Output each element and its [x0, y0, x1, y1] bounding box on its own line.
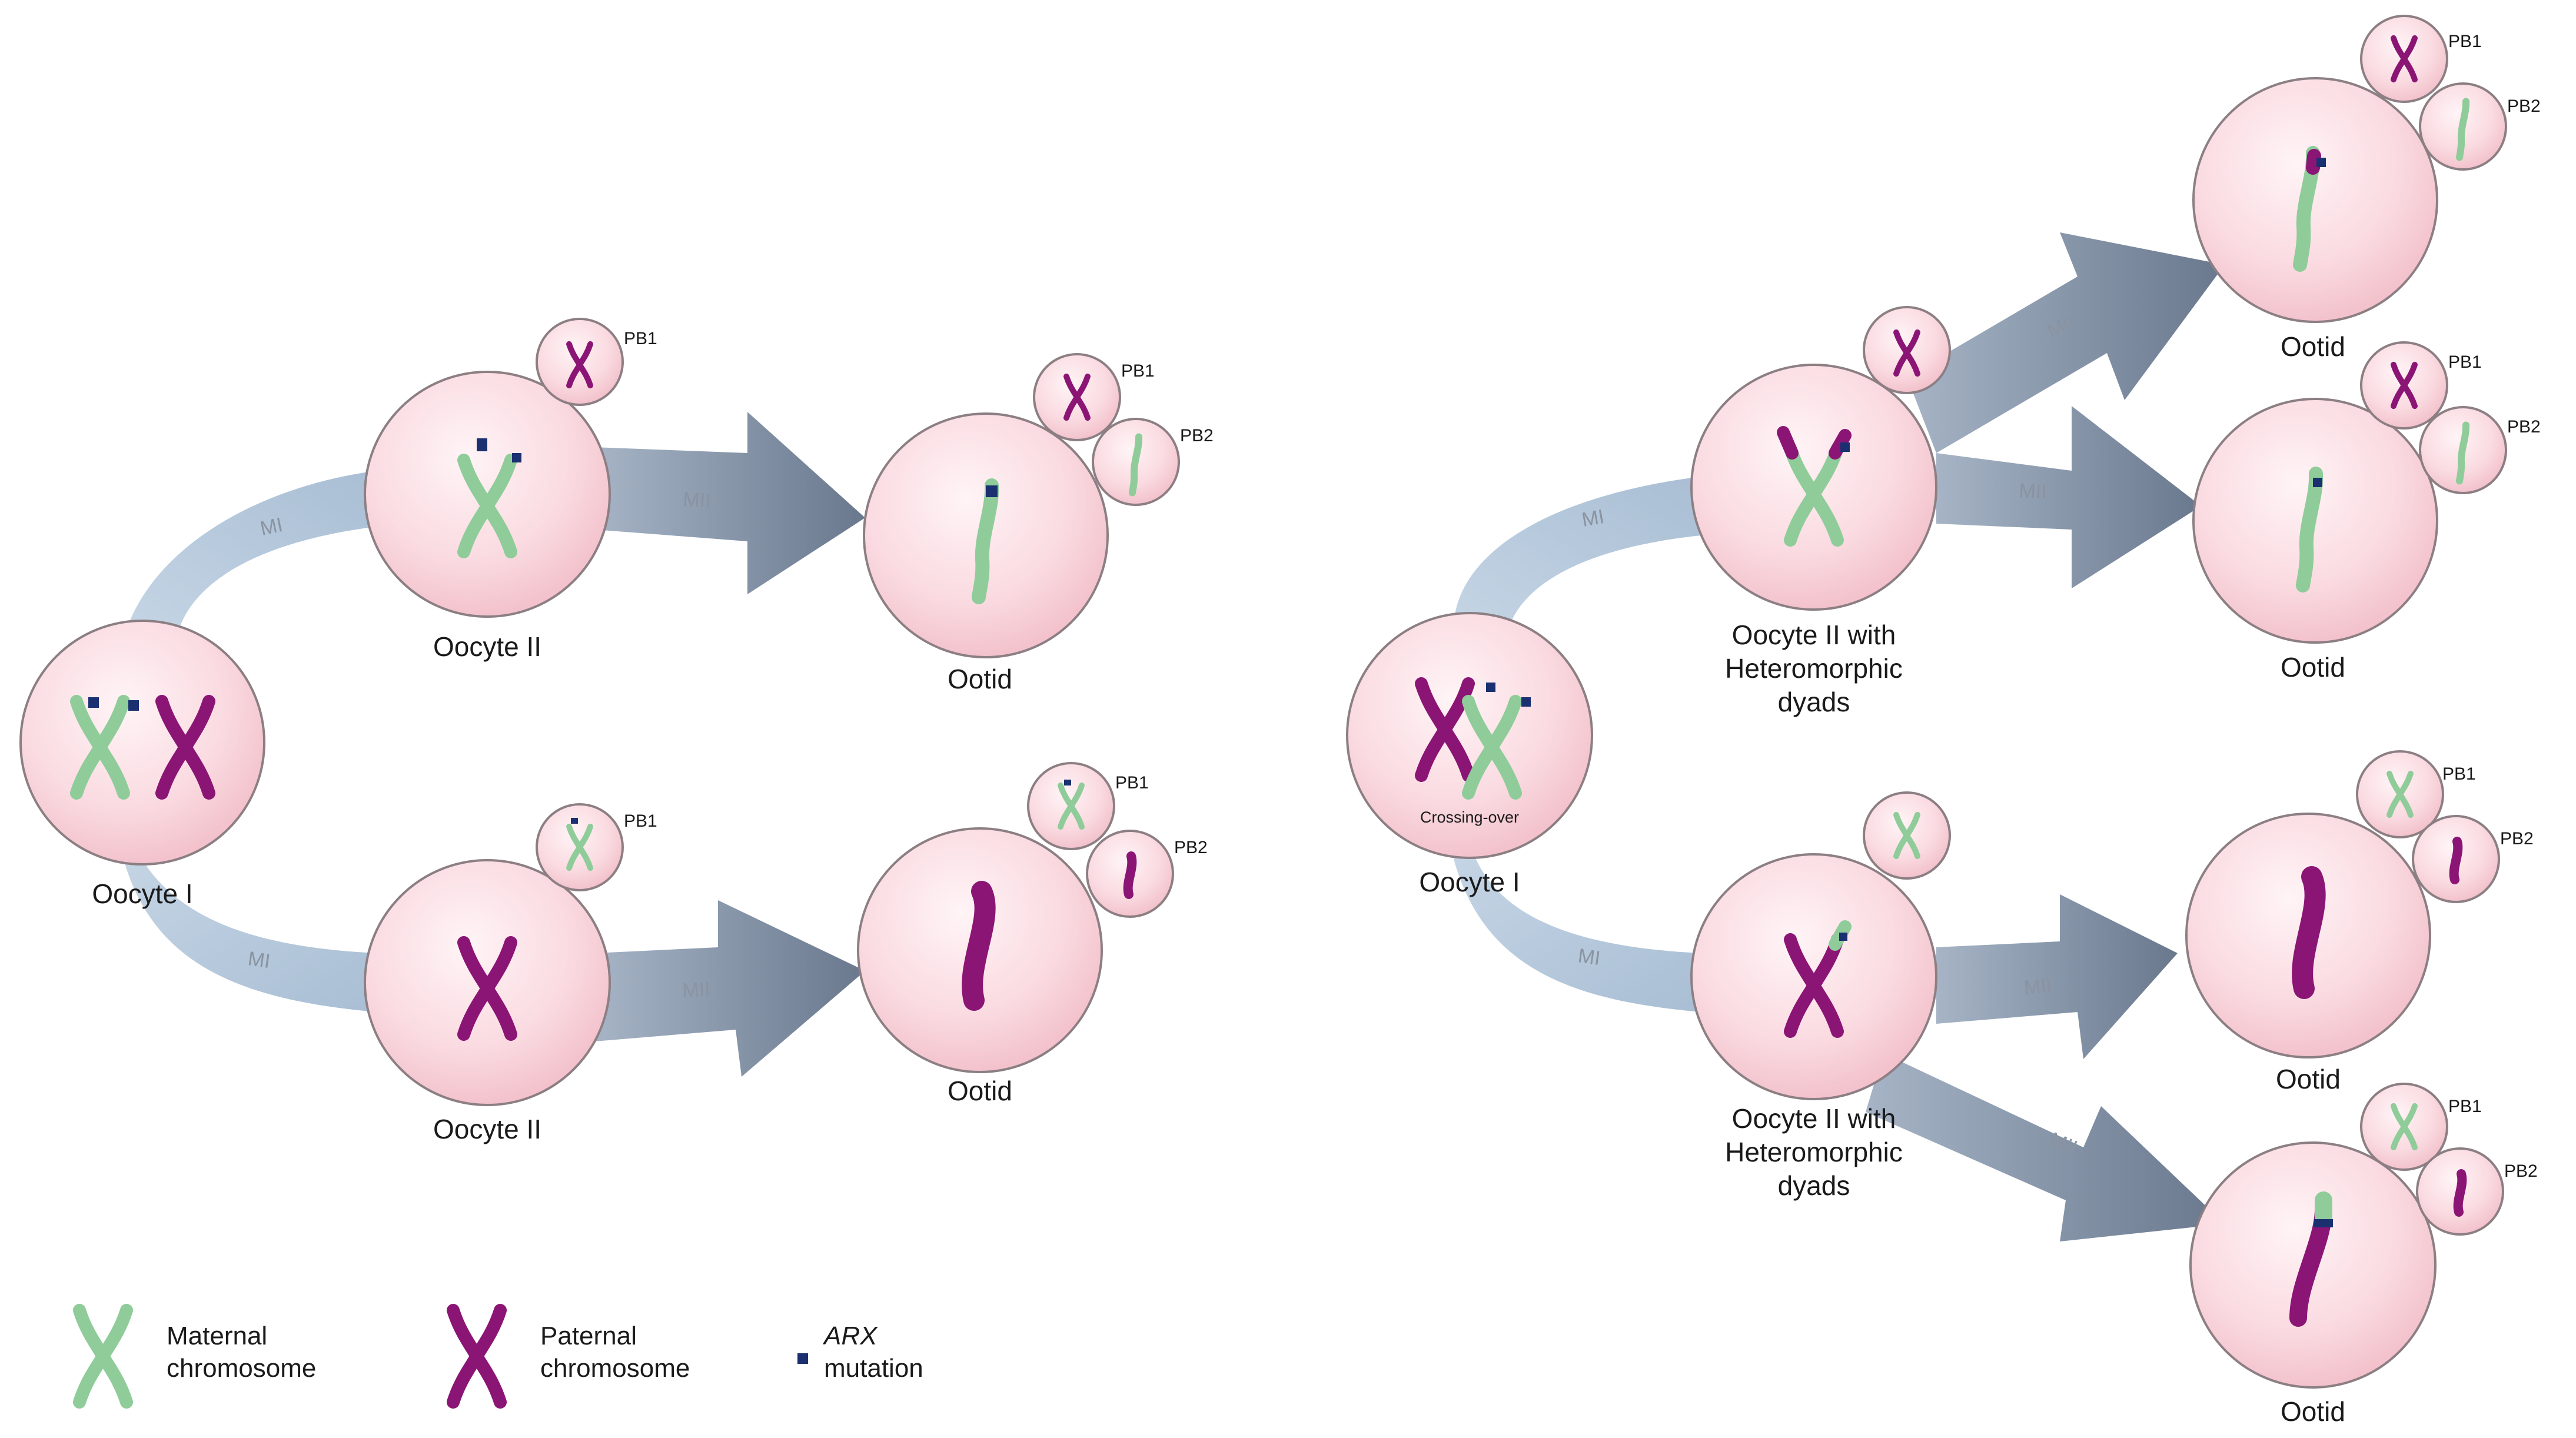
pb1-label: PB1	[2448, 1097, 2482, 1116]
oocyte-2-heteromorphic-cell	[1690, 306, 1951, 611]
oocyte-1-cell	[19, 620, 265, 866]
legend-maternal-line2: chromosome	[167, 1354, 316, 1383]
ootid-label: Ootid	[2281, 331, 2345, 362]
pb1-label: PB1	[2448, 32, 2482, 51]
pb2-label: PB2	[1174, 838, 1208, 857]
mi-arrow-left-lower	[124, 847, 377, 1012]
ootid-label: Ootid	[948, 1076, 1012, 1106]
stage-label-mi: MI	[258, 514, 285, 540]
mii-arrow-right-4	[1866, 1053, 2225, 1241]
ootid-cell	[2189, 1083, 2504, 1389]
mii-arrow-right-3	[1936, 894, 2178, 1059]
paternal-chromosome-icon	[453, 1310, 500, 1402]
pb2-label: PB2	[2504, 1161, 2538, 1181]
oocyte-2-cell	[364, 803, 624, 1106]
mii-arrow-right-1	[1907, 232, 2225, 453]
stage-label-mi: MI	[247, 947, 272, 973]
stage-label-mii: MII	[2019, 480, 2047, 503]
ootid-cell	[2192, 341, 2507, 644]
oocyte-2-heteromorphic-label: dyads	[1778, 1170, 1850, 1201]
legend-paternal-line1: Paternal	[540, 1322, 637, 1350]
stage-label-mii: MII	[2023, 974, 2052, 999]
stage-label-mi: MI	[1577, 944, 1602, 970]
mii-arrow-left-lower	[594, 900, 865, 1077]
pb2-label: PB2	[2500, 829, 2534, 848]
pb1-label: PB1	[2448, 352, 2482, 372]
ootid-label: Ootid	[2276, 1064, 2341, 1094]
oocyte-2-label: Oocyte II	[433, 631, 541, 662]
legend: Maternal chromosome Paternal chromosome …	[79, 1310, 923, 1402]
ootid-cell	[2192, 15, 2507, 323]
oocyte-1-label: Oocyte I	[92, 878, 192, 909]
ootid-label: Ootid	[2281, 652, 2345, 683]
mi-arrow-left-upper	[127, 471, 377, 638]
pb1-label: PB1	[1121, 361, 1155, 381]
mi-arrow-right-upper	[1454, 477, 1701, 635]
maternal-chromosome-icon	[79, 1310, 127, 1402]
ootid-cell	[2185, 750, 2500, 1058]
oocyte-1-label: Oocyte I	[1419, 867, 1520, 897]
legend-paternal-line2: chromosome	[540, 1354, 690, 1383]
oocyte-2-heteromorphic-label: Oocyte II with	[1732, 1103, 1896, 1134]
oocyte-1-crossing-over-cell	[1346, 612, 1593, 859]
stage-label-mi: MI	[1580, 505, 1606, 531]
ootid-cell	[863, 353, 1180, 658]
pb2-label: PB2	[2507, 96, 2541, 116]
mii-arrow-right-2	[1936, 406, 2201, 588]
oocyte-2-heteromorphic-label: dyads	[1778, 687, 1850, 717]
ootid-label: Ootid	[948, 664, 1012, 694]
oocyte-2-label: Oocyte II	[433, 1114, 541, 1144]
pb2-label: PB2	[1180, 426, 1214, 445]
crossing-over-label: Crossing-over	[1420, 808, 1519, 826]
legend-maternal-line1: Maternal	[167, 1322, 267, 1350]
pb2-label: PB2	[2507, 417, 2541, 437]
oocyte-2-heteromorphic-label: Heteromorphic	[1725, 1137, 1903, 1167]
pb1-label: PB1	[1115, 773, 1149, 793]
oocyte-2-heteromorphic-label: Oocyte II with	[1732, 620, 1896, 650]
legend-mutation-line1: ARX	[822, 1322, 878, 1350]
stage-label-mii: MII	[683, 488, 712, 512]
ootid-cell	[857, 762, 1174, 1073]
mi-arrow-right-lower	[1454, 847, 1701, 1012]
ootid-label: Ootid	[2281, 1396, 2345, 1427]
oocyte-2-cell	[364, 318, 624, 618]
arx-mutation-marker-icon	[797, 1353, 808, 1364]
mii-arrow-left-upper	[594, 412, 865, 594]
oocyte-2-heteromorphic-cell	[1690, 791, 1951, 1100]
oocyte-2-heteromorphic-label: Heteromorphic	[1725, 653, 1903, 684]
pb1-label: PB1	[624, 329, 657, 348]
pb1-label: PB1	[624, 811, 657, 831]
pb1-label: PB1	[2442, 764, 2476, 784]
legend-mutation-line2: mutation	[824, 1354, 923, 1383]
stage-label-mii: MII	[682, 978, 710, 1002]
